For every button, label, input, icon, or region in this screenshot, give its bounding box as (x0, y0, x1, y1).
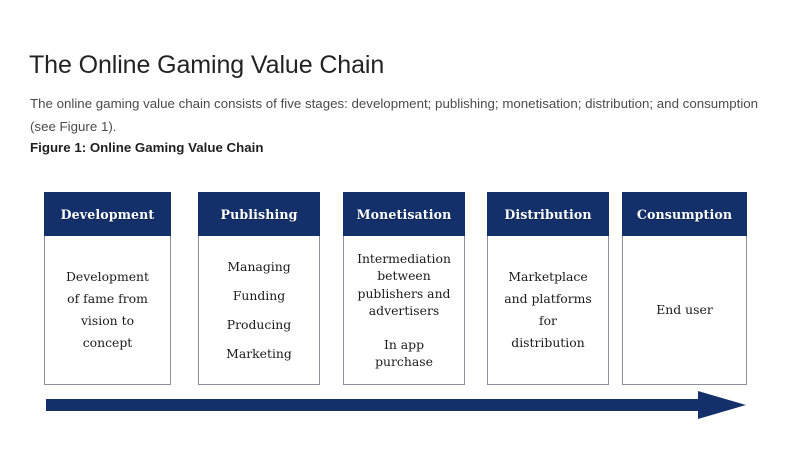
stage-text-line: advertisers (368, 303, 440, 318)
stage-text-line: Marketplace (508, 269, 588, 284)
stage-text-line: Managing (227, 259, 291, 274)
stage-body-distribution: Marketplace and platforms for distribution (488, 236, 608, 384)
stage-text-line: publishers and (357, 285, 451, 301)
stage-text-block: In app purchase (350, 336, 458, 371)
stage-body-monetisation: Intermediation between publishers and adver… (344, 236, 464, 384)
stage-text-block: Marketplace and platforms for distribution (494, 266, 602, 354)
stage-text-line: In app (383, 336, 425, 352)
stage-text-line: Marketing (226, 346, 292, 361)
stage-text-line: for (539, 313, 557, 328)
stage-text-line: Producing (226, 317, 292, 332)
stage-text-line: Intermediation (357, 250, 451, 266)
intro-paragraph: The online gaming value chain consists o… (30, 96, 759, 135)
stage-text-block: Intermediation between publishers and adver… (350, 250, 458, 320)
stage-text-block: End user (629, 299, 740, 321)
stage-header-monetisation: Monetisation (343, 192, 465, 236)
stage-body-development: Development of fame from vision to concept (45, 236, 170, 384)
stage-body-consumption: End user (623, 236, 746, 384)
stage-text-block: Development of fame from vision to concept (51, 266, 164, 354)
arrow-shape (46, 391, 746, 419)
stage-header-consumption: Consumption (622, 192, 747, 236)
stage-header-distribution: Distribution (487, 192, 609, 236)
stage-text-line: and platforms (504, 291, 592, 306)
stage-text-line: between (377, 268, 431, 283)
stage-text-line: concept (82, 335, 133, 350)
stage-text-line: vision to (80, 313, 135, 328)
stage-text-line: purchase (375, 354, 433, 369)
stage-text-line: Funding (232, 288, 286, 303)
stage-text-line: Development (66, 269, 149, 284)
stage-text-line: End user (656, 302, 713, 317)
stage-text-line: distribution (511, 335, 585, 350)
stage-header-publishing: Publishing (198, 192, 320, 236)
page-title: The Online Gaming Value Chain (29, 50, 385, 79)
figure-caption: Figure 1: Online Gaming Value Chain (30, 140, 264, 155)
stage-header-development: Development (44, 192, 171, 236)
value-chain-flow-arrow (46, 390, 746, 420)
stage-text-line: of fame from (67, 291, 148, 306)
